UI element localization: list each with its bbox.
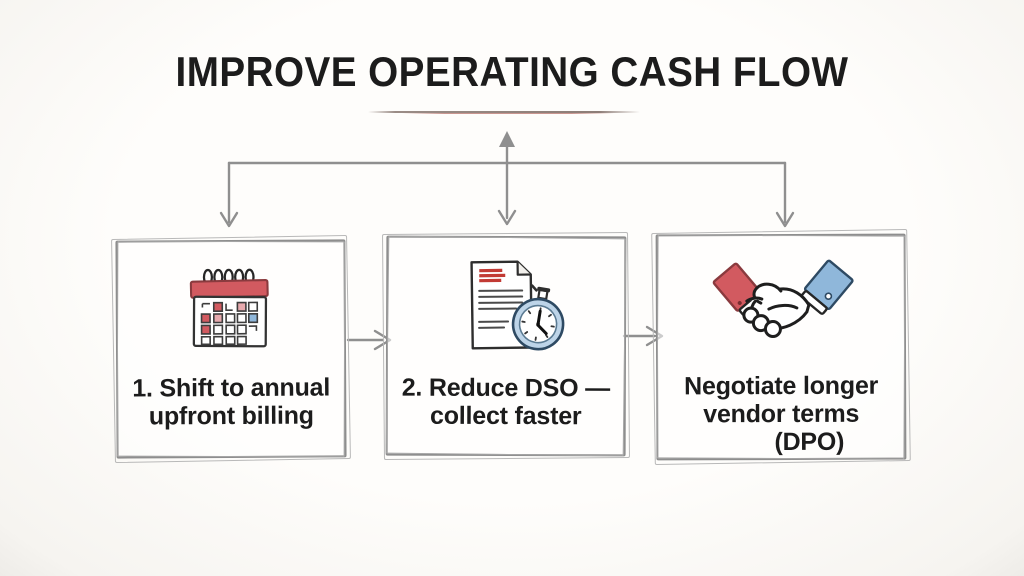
step-label-2: 2. Reduce DSO — collect faster xyxy=(402,374,610,431)
step-1-line-2: upfront billing xyxy=(148,401,314,431)
step-3-line-3: (DPO) xyxy=(774,427,845,457)
step-2-line-2: collect faster xyxy=(429,401,582,431)
document-stopwatch-icon xyxy=(442,238,570,374)
step-box-reduce-dso: 2. Reduce DSO — collect faster xyxy=(385,235,627,457)
calendar-icon xyxy=(178,242,283,375)
step-label-3: Negotiate longer vendor terms (DPO) xyxy=(684,372,878,457)
step-box-upfront-billing: 1. Shift to annual upfront billing xyxy=(115,239,347,459)
step-3-line-2: vendor terms xyxy=(703,399,860,429)
title-underline xyxy=(368,111,640,116)
step-box-vendor-terms: Negotiate longer vendor terms (DPO) xyxy=(655,233,907,461)
handshake-icon xyxy=(697,236,865,373)
step-1-line-1: 1. Shift to annual xyxy=(132,373,331,403)
step-label-1: 1. Shift to annual upfront billing xyxy=(132,373,330,430)
step-2-line-1: 2. Reduce DSO — xyxy=(401,373,610,403)
step-3-line-1: Negotiate longer xyxy=(684,371,879,401)
page-title: IMPROVE OPERATING CASH FLOW xyxy=(175,48,849,95)
